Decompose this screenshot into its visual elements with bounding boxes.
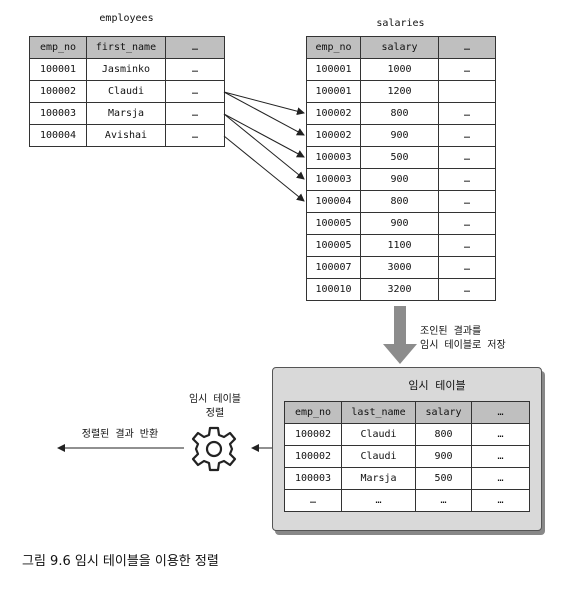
salaries-cell: 100001 xyxy=(306,58,361,81)
join-arrow xyxy=(223,91,305,116)
temp_table-cell: … xyxy=(284,489,342,512)
salaries-cell: 100005 xyxy=(306,234,361,257)
temp_table-header-cell: emp_no xyxy=(284,401,342,424)
employees-cell: … xyxy=(165,102,225,125)
salaries-cell: 100003 xyxy=(306,168,361,191)
employees-cell: Avishai xyxy=(86,124,166,147)
return-label: 정렬된 결과 반환 xyxy=(81,429,159,440)
salaries-cell: 1200 xyxy=(360,80,439,103)
temp_table-cell: … xyxy=(415,489,472,512)
salaries-cell: 100003 xyxy=(306,146,361,169)
salaries-cell: 100004 xyxy=(306,190,361,213)
employees-cell: 100004 xyxy=(29,124,87,147)
salaries-header-cell: … xyxy=(438,36,496,59)
temp_table-header-cell: … xyxy=(471,401,530,424)
temp_table-cell: 500 xyxy=(415,467,472,490)
salaries-header-cell: emp_no xyxy=(306,36,361,59)
temp_table-cell: 900 xyxy=(415,445,472,468)
join-arrow xyxy=(223,113,305,180)
salaries-cell xyxy=(438,80,496,103)
temp_table-cell: 100002 xyxy=(284,445,342,468)
temp_table-cell: … xyxy=(471,445,530,468)
salaries-cell: 100010 xyxy=(306,278,361,301)
figure-caption: 그림 9.6 임시 테이블을 이용한 정렬 xyxy=(22,554,219,569)
join-arrow xyxy=(223,113,305,158)
temp-table-title: 임시 테이블 xyxy=(408,379,466,392)
join-label: 조인된 결과를 임시 테이블로 저장 xyxy=(420,326,506,351)
temp_table-cell: Marsja xyxy=(341,467,416,490)
employees-header-cell: emp_no xyxy=(29,36,87,59)
temp_table-cell: … xyxy=(341,489,416,512)
employees-title: employees xyxy=(99,13,154,24)
temp_table-cell: … xyxy=(471,489,530,512)
salaries-cell: … xyxy=(438,278,496,301)
temp_table-header-cell: salary xyxy=(415,401,472,424)
employees-cell: 100002 xyxy=(29,80,87,103)
salaries-cell: 500 xyxy=(360,146,439,169)
salaries-cell: … xyxy=(438,256,496,279)
temp_table-cell: Claudi xyxy=(341,445,416,468)
salaries-cell: 800 xyxy=(360,102,439,125)
employees-cell: 100003 xyxy=(29,102,87,125)
temp_table-cell: 100002 xyxy=(284,423,342,446)
join-arrow xyxy=(223,135,305,202)
salaries-title: salaries xyxy=(376,18,425,29)
salaries-cell: … xyxy=(438,146,496,169)
salaries-cell: … xyxy=(438,190,496,213)
sort-label: 임시 테이블 정렬 xyxy=(188,394,242,419)
temp_table-header-cell: last_name xyxy=(341,401,416,424)
employees-cell: … xyxy=(165,80,225,103)
temp_table-cell: … xyxy=(471,467,530,490)
temp_table-cell: 800 xyxy=(415,423,472,446)
employees-cell: Marsja xyxy=(86,102,166,125)
join-arrow xyxy=(223,91,305,136)
salaries-header-cell: salary xyxy=(360,36,439,59)
big-down-arrow xyxy=(383,306,417,364)
temp_table-cell: 100003 xyxy=(284,467,342,490)
employees-cell: … xyxy=(165,58,225,81)
employees-cell: … xyxy=(165,124,225,147)
salaries-cell: 900 xyxy=(360,124,439,147)
temp_table-cell: … xyxy=(471,423,530,446)
gear-icon xyxy=(191,426,237,472)
salaries-cell: … xyxy=(438,212,496,235)
temp_table-row: ………… xyxy=(284,489,530,512)
salaries-cell: 3200 xyxy=(360,278,439,301)
salaries-cell: 900 xyxy=(360,212,439,235)
employees-header-cell: first_name xyxy=(86,36,166,59)
salaries-cell: … xyxy=(438,234,496,257)
salaries-cell: 100007 xyxy=(306,256,361,279)
temp_table-cell: Claudi xyxy=(341,423,416,446)
